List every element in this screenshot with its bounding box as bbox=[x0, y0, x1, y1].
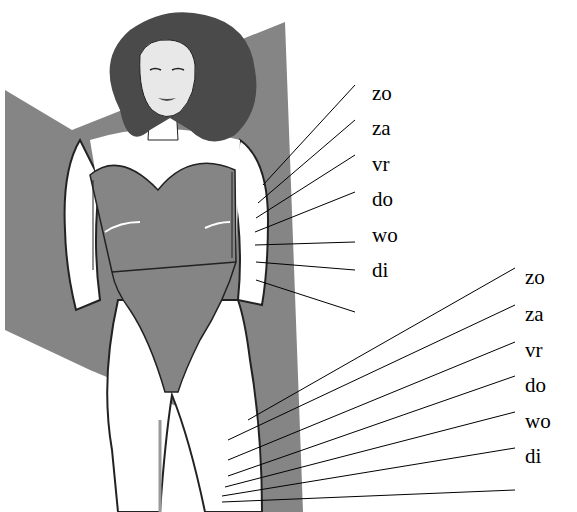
callout-label: za bbox=[525, 302, 544, 326]
bodice-highlight bbox=[105, 222, 140, 232]
leader-lines bbox=[222, 268, 515, 502]
callout-label: do bbox=[525, 373, 546, 397]
leader-lines bbox=[255, 85, 355, 312]
waist-seam bbox=[112, 262, 236, 272]
callout-label: do bbox=[372, 187, 393, 211]
backdrop bbox=[5, 22, 303, 512]
hair bbox=[110, 12, 257, 141]
callout-label: zo bbox=[525, 265, 545, 289]
face bbox=[140, 40, 195, 117]
callout-label: di bbox=[372, 258, 388, 282]
eye bbox=[150, 69, 161, 71]
callout-label: vr bbox=[525, 338, 543, 362]
callout-label: za bbox=[372, 116, 391, 140]
leg-shadow bbox=[159, 420, 162, 512]
bodysuit bbox=[90, 163, 236, 392]
arm-line bbox=[232, 172, 233, 258]
arm-line bbox=[93, 180, 94, 270]
callout-label: di bbox=[525, 444, 541, 468]
bodice-highlight bbox=[205, 222, 230, 228]
callout-label: zo bbox=[372, 81, 392, 105]
eye bbox=[172, 69, 184, 71]
callout-label: wo bbox=[525, 409, 551, 433]
callout-label: vr bbox=[372, 152, 390, 176]
callout-label: wo bbox=[372, 223, 398, 247]
mouth bbox=[158, 98, 176, 101]
